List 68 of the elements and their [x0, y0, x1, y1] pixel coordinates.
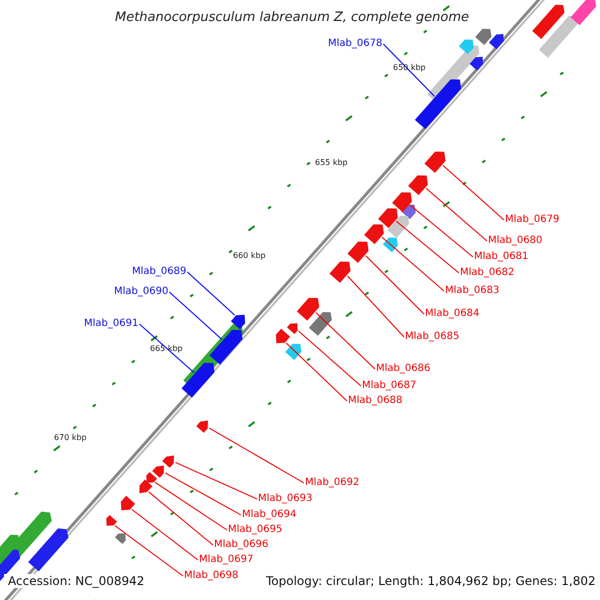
title: Methanocorpusculum labreanum Z, complete genome: [115, 10, 469, 26]
leader-line: [168, 292, 223, 340]
gene-feature: [276, 328, 290, 344]
gene-label: Mlab_0688: [348, 395, 402, 407]
gene-feature: [378, 208, 398, 228]
leader-line: [365, 255, 424, 314]
scale-label: 665 kbp: [150, 344, 183, 353]
leader-line: [346, 275, 404, 338]
gene-feature: [120, 496, 136, 510]
gene-feature: [182, 362, 215, 398]
gene-label: Mlab_0692: [305, 477, 360, 489]
leader-line: [426, 188, 488, 242]
gene-feature: [196, 420, 208, 433]
gene-feature: [210, 330, 243, 365]
leader-line: [154, 482, 228, 530]
gene-label: Mlab_0682: [460, 267, 514, 279]
scale-label: 670 kbp: [54, 433, 87, 442]
leader-line: [164, 472, 242, 516]
gene-feature: [414, 79, 462, 130]
gene-feature: [408, 175, 428, 196]
leader-line: [382, 236, 444, 292]
gene-feature: [139, 479, 152, 494]
gene-feature: [296, 298, 320, 321]
gene-label: Mlab_0685: [405, 331, 460, 343]
gene-label: Mlab_0686: [376, 363, 430, 375]
leader-line: [298, 330, 362, 386]
leader-line: [114, 525, 184, 576]
gene-label: Mlab_0678: [328, 38, 382, 50]
gene-label: Mlab_0693: [258, 493, 312, 505]
gene-label: Mlab_0696: [214, 539, 268, 551]
leader-line: [131, 508, 198, 560]
leader-line: [382, 44, 435, 97]
gene-label: Mlab_0698: [184, 570, 238, 582]
scale-label: 650 kbp: [393, 63, 426, 72]
gene-feature: [286, 323, 298, 334]
gene-feature: [152, 466, 164, 478]
leader-line: [186, 272, 236, 316]
gene-feature: [364, 224, 384, 244]
leader-line: [315, 312, 376, 370]
leader-line: [286, 342, 348, 402]
gene-label: Mlab_0680: [488, 235, 542, 247]
gene-label: Mlab_0684: [425, 308, 480, 320]
leader-line: [396, 220, 460, 274]
leader-line: [442, 164, 504, 220]
gene-label: Mlab_0690: [114, 286, 168, 298]
gene-feature: [329, 262, 351, 283]
gene-feature: [106, 514, 118, 526]
scale-label: 660 kbp: [233, 251, 266, 260]
leader-line: [148, 491, 214, 546]
leader-line: [410, 204, 474, 258]
gene-feature: [146, 472, 158, 483]
gene-label: Mlab_0687: [362, 380, 416, 392]
leader-line: [138, 324, 195, 374]
leader-line: [208, 428, 304, 484]
gene-feature: [162, 456, 174, 468]
gene-feature: [424, 152, 446, 173]
leader-line: [174, 462, 258, 500]
scale-label: 655 kbp: [315, 158, 348, 167]
gene-label: Mlab_0694: [242, 509, 296, 521]
gene-label: Mlab_0679: [505, 214, 560, 226]
gene-label: Mlab_0689: [132, 266, 186, 278]
gene-label: Mlab_0691: [84, 318, 138, 330]
gene-label: Mlab_0695: [228, 524, 282, 536]
gene-feature: [392, 192, 412, 212]
gene-label: Mlab_0697: [199, 554, 254, 566]
gene-label: Mlab_0681: [474, 251, 528, 263]
gene-feature: [347, 242, 369, 263]
gene-label: Mlab_0683: [445, 285, 500, 297]
